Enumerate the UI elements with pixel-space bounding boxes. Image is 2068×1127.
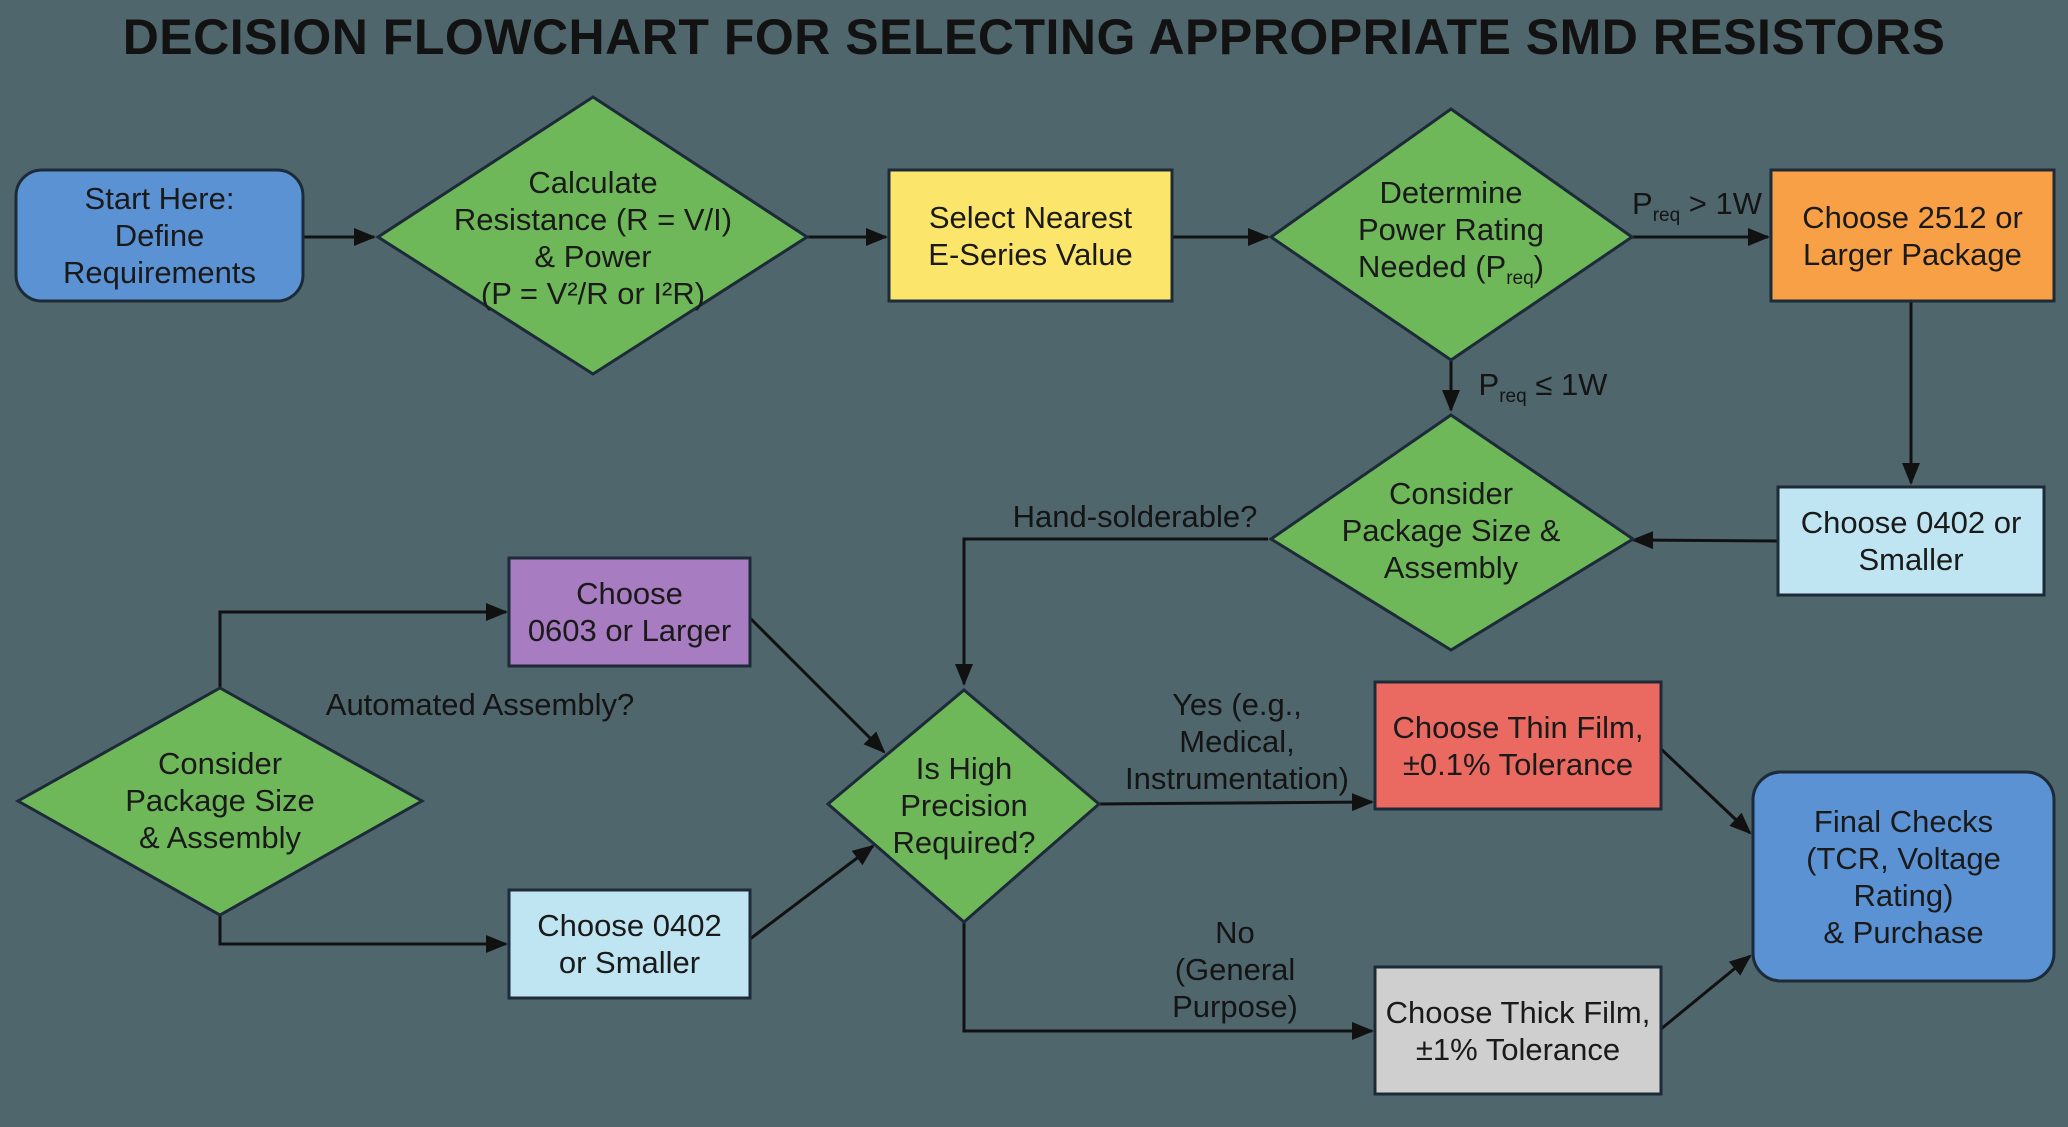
node-small-right-shape: [1776, 485, 2046, 597]
edge-label-no: No (General Purpose): [1172, 915, 1298, 1024]
node-thin-label: Choose Thin Film, ±0.1% Tolerance: [1392, 709, 1644, 782]
connector-0603-to-precision: [748, 616, 886, 754]
node-consider-left-shape: [14, 686, 426, 917]
node-thick-label: Choose Thick Film, ±1% Tolerance: [1385, 994, 1651, 1067]
edge-label-power-high-sub: req: [1652, 205, 1681, 226]
node-power-sub: req: [1506, 268, 1534, 289]
node-start-label: Start Here: Define Requirements: [63, 181, 256, 290]
node-precision-label: Is High Precision Required?: [892, 750, 1036, 860]
node-0603-label: Choose 0603 or Larger: [527, 576, 732, 648]
connector-thin-to-final: [1659, 747, 1752, 835]
node-0402-left-label: Choose 0402 or Smaller: [537, 908, 722, 980]
edge-label-power-high-rest: > 1W: [1680, 186, 1762, 221]
node-power-text: Determine Power Rating Needed (P: [1357, 175, 1545, 284]
node-precision-shape: [825, 688, 1102, 924]
edge-label-power-high: Preq > 1W: [1622, 185, 1772, 234]
node-final-label: Final Checks (TCR, Voltage Rating) & Pur…: [1806, 803, 2001, 950]
node-0402-left-shape: [507, 888, 752, 1000]
node-eseries-label: Select Nearest E-Series Value: [928, 199, 1133, 272]
edge-label-yes: Yes (e.g., Medical, Instrumentation): [1125, 687, 1349, 796]
node-final-shape: [1751, 770, 2056, 983]
edge-label-power-low-sub: req: [1499, 386, 1527, 407]
edge-label-automated: Automated Assembly?: [325, 687, 635, 722]
node-consider-right-label: Consider Package Size & Assembly: [1341, 475, 1561, 585]
node-consider-left-label: Consider Package Size & Assembly: [125, 745, 315, 855]
node-large-shape: [1769, 168, 2056, 303]
node-calc-label: Calculate Resistance (R = V/I) & Power (…: [453, 165, 733, 311]
node-consider-right-shape: [1268, 413, 1636, 652]
edge-label-power-low-p: P: [1478, 367, 1500, 402]
connector-small-right-to-consider: [1631, 531, 1779, 550]
node-power-end: ): [1533, 249, 1544, 284]
nodes: [14, 95, 2056, 1096]
edge-label-power-low-rest: ≤ 1W: [1526, 367, 1608, 402]
edge-label-power-high-p: P: [1632, 186, 1653, 221]
connector-precision-to-thin: [1098, 793, 1374, 812]
node-thick-shape: [1373, 965, 1663, 1096]
node-power-label: Determine Power Rating Needed (Preq): [1301, 170, 1601, 301]
flowchart-title: DECISION FLOWCHART FOR SELECTING APPROPR…: [122, 9, 1946, 65]
node-large-label: Choose 2512 or Larger Package: [1802, 199, 2023, 272]
edge-label-power-low: Preq ≤ 1W: [1468, 366, 1618, 415]
node-thin-shape: [1373, 680, 1663, 811]
node-start-shape: [14, 168, 305, 303]
node-eseries-shape: [887, 168, 1174, 303]
node-small-right-label: Choose 0402 or Smaller: [1800, 505, 2022, 577]
connector-thick-to-final: [1660, 954, 1752, 1031]
edge-label-hand-solderable: Hand-solderable?: [1012, 499, 1258, 534]
node-0603-shape: [507, 556, 752, 668]
connectors: [218, 228, 1920, 1040]
connector-consider-to-precision: [955, 537, 1268, 686]
node-power-shape: [1268, 107, 1635, 362]
connector-consider-left-to-0603: [218, 603, 508, 688]
connector-precision-to-thick: [962, 922, 1374, 1040]
connector-0402-to-precision: [749, 844, 875, 941]
node-calc-shape: [375, 95, 810, 376]
connector-consider-left-to-0402: [218, 915, 508, 953]
